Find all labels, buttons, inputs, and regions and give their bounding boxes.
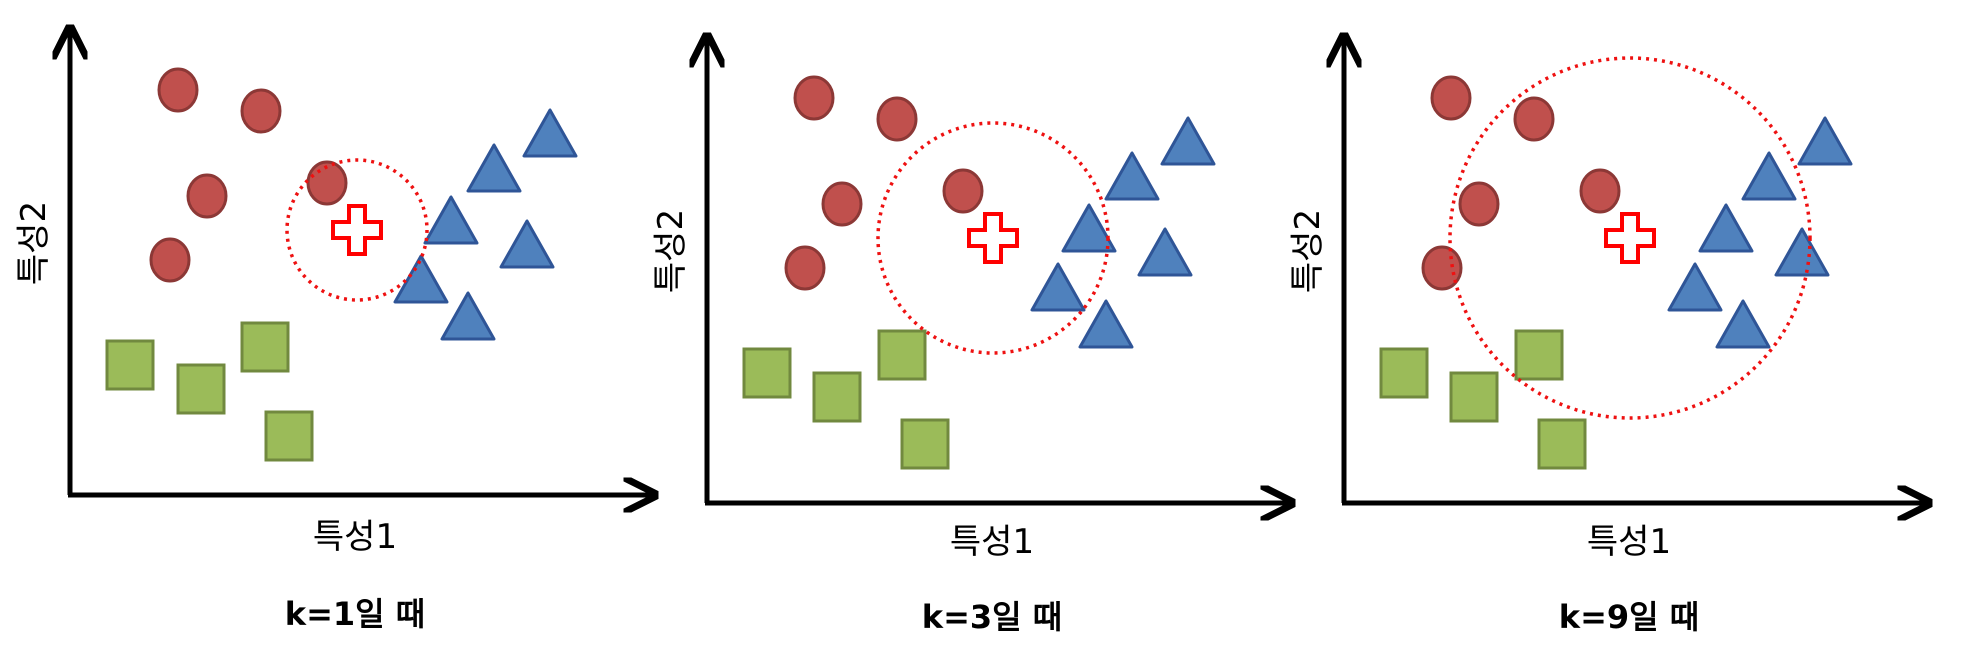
neighborhood-circle bbox=[285, 158, 429, 302]
green-square-icon bbox=[742, 347, 792, 399]
panel-caption: k=1일 때 bbox=[285, 595, 425, 633]
red-circle-icon bbox=[1458, 181, 1500, 227]
red-circle-icon bbox=[149, 237, 191, 283]
red-circle-icon bbox=[240, 88, 282, 134]
red-circle-icon bbox=[784, 245, 826, 291]
blue-triangle-icon bbox=[1774, 227, 1830, 277]
blue-triangle-icon bbox=[1715, 299, 1771, 349]
blue-triangle-icon bbox=[466, 143, 522, 193]
green-square-icon bbox=[264, 410, 314, 462]
point-layer bbox=[1379, 56, 1853, 470]
green-square-icon bbox=[1514, 329, 1564, 381]
red-circle-icon bbox=[876, 96, 918, 142]
point-layer bbox=[105, 67, 578, 462]
blue-triangle-icon bbox=[1030, 262, 1086, 312]
green-square-icon bbox=[900, 418, 950, 470]
x-axis-label: 특성1 bbox=[950, 522, 1034, 562]
green-square-icon bbox=[1379, 347, 1429, 399]
blue-triangle-icon bbox=[393, 254, 449, 304]
x-axis-label: 특성1 bbox=[313, 517, 397, 557]
y-axis-label: 특성2 bbox=[651, 209, 691, 293]
red-cross-icon bbox=[1604, 212, 1656, 264]
panel-k3: 특성1 특성2 k=3일 때 bbox=[651, 36, 1292, 636]
green-square-icon bbox=[240, 321, 290, 373]
blue-triangle-icon bbox=[1137, 227, 1193, 277]
red-circle-icon bbox=[821, 181, 863, 227]
panel-k9: 특성1 특성2 k=9일 때 bbox=[1288, 36, 1929, 636]
blue-triangle-icon bbox=[1061, 203, 1117, 253]
blue-triangle-icon bbox=[1698, 203, 1754, 253]
green-square-icon bbox=[105, 339, 155, 391]
blue-triangle-icon bbox=[423, 195, 479, 245]
x-axis-label: 특성1 bbox=[1587, 522, 1671, 562]
blue-triangle-icon bbox=[522, 108, 578, 158]
y-axis-label: 특성2 bbox=[14, 201, 54, 285]
panel-caption: k=9일 때 bbox=[1559, 598, 1699, 636]
blue-triangle-icon bbox=[1797, 116, 1853, 166]
red-circle-icon bbox=[942, 168, 984, 214]
red-circle-icon bbox=[157, 67, 199, 113]
red-cross-icon bbox=[331, 204, 383, 256]
blue-triangle-icon bbox=[1160, 116, 1216, 166]
red-circle-icon bbox=[1513, 96, 1555, 142]
panel-caption: k=3일 때 bbox=[922, 598, 1062, 636]
neighborhood-circle bbox=[876, 121, 1110, 355]
point-layer bbox=[742, 75, 1216, 470]
green-square-icon bbox=[176, 363, 226, 415]
red-circle-icon bbox=[186, 173, 228, 219]
blue-triangle-icon bbox=[1078, 299, 1134, 349]
panel-k1: 특성1 특성2 k=1일 때 bbox=[14, 28, 655, 633]
green-square-icon bbox=[877, 329, 927, 381]
green-square-icon bbox=[1537, 418, 1587, 470]
green-square-icon bbox=[1449, 371, 1499, 423]
red-circle-icon bbox=[306, 160, 348, 206]
neighborhood-circle bbox=[1448, 56, 1812, 420]
blue-triangle-icon bbox=[1667, 262, 1723, 312]
blue-triangle-icon bbox=[1741, 151, 1797, 201]
blue-triangle-icon bbox=[1104, 151, 1160, 201]
green-square-icon bbox=[812, 371, 862, 423]
y-axis-label: 특성2 bbox=[1288, 209, 1328, 293]
red-circle-icon bbox=[793, 75, 835, 121]
blue-triangle-icon bbox=[440, 291, 496, 341]
red-cross-icon bbox=[967, 212, 1019, 264]
red-circle-icon bbox=[1579, 168, 1621, 214]
red-circle-icon bbox=[1430, 75, 1472, 121]
blue-triangle-icon bbox=[499, 219, 555, 269]
